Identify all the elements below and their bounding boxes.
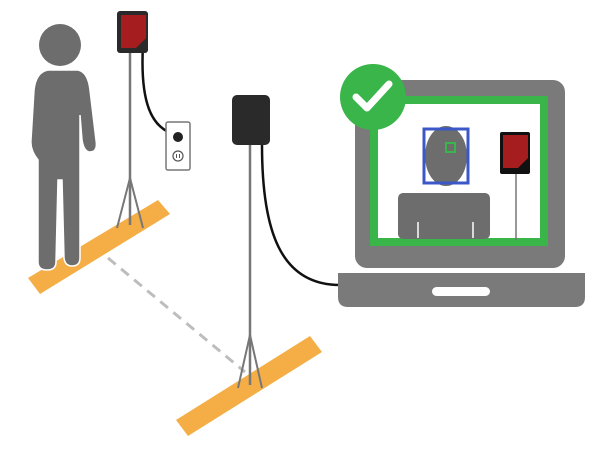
- reader-stand-left: [116, 11, 179, 229]
- camera-stand-right: [232, 95, 341, 389]
- person-head-on-screen: [425, 126, 467, 186]
- power-outlet-icon: [165, 121, 191, 171]
- trackpad-slot: [432, 287, 490, 296]
- check-mark-icon: [340, 64, 406, 130]
- face-landmark-marker: [445, 142, 456, 153]
- dashed-distance-line: [107, 256, 246, 374]
- face-detection-box: [422, 127, 470, 185]
- floor-marker-right: [176, 336, 322, 436]
- laptop: [338, 80, 585, 307]
- person-body-on-screen: [398, 193, 490, 239]
- camera-device: [232, 95, 270, 145]
- person-figure: [30, 24, 98, 271]
- floor-marker-left: [28, 200, 170, 294]
- data-cable: [260, 144, 341, 287]
